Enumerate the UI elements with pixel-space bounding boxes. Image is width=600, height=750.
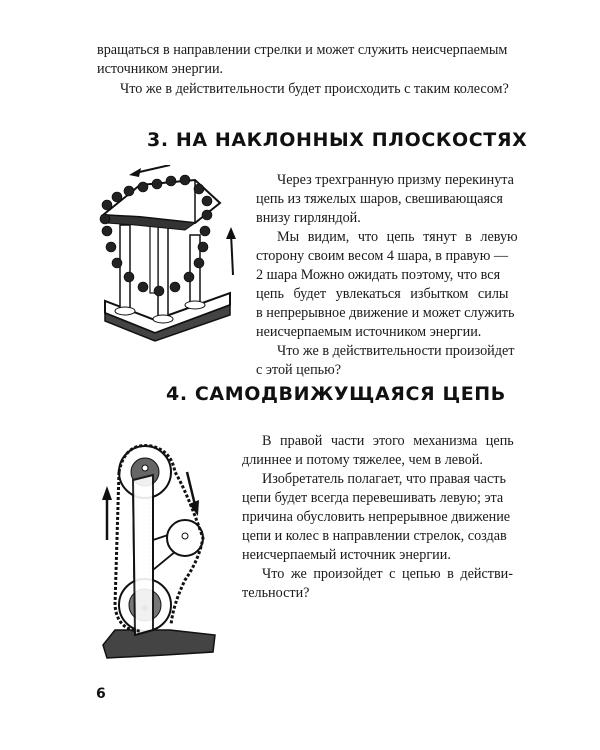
section-4-line-4: цепи будет всегда перевешивать левую; эт…	[242, 490, 504, 506]
section-3-line-2: цепь из тяжелых шаров, свешивающаяся	[256, 191, 503, 207]
prism-ball-chain-illustration	[99, 165, 236, 342]
section-3-line-11: с этой цепью?	[256, 362, 342, 378]
section-4-line-8: Что же произойдет с цепью в действи-	[262, 566, 513, 582]
section-3-line-1: Через трехгранную призму перекинута	[277, 172, 514, 188]
section-4-line-9: тельности?	[242, 585, 310, 601]
section-3-line-3: внизу гирляндой.	[256, 210, 361, 226]
section-3-line-9: неисчерпаемым источником энергии.	[256, 324, 482, 340]
section-3-line-4: Мы видим, что цепь тянут в левую	[277, 229, 518, 245]
section-3-line-5: сторону своим весом 4 шара, в правую —	[256, 248, 509, 264]
section-3-line-10: Что же в действительности произойдет	[277, 343, 515, 359]
intro-line-2: источником энергии.	[97, 61, 224, 77]
section-4-line-3: Изобретатель полагает, что правая часть	[262, 471, 506, 487]
page-number: 6	[96, 686, 106, 702]
self-moving-chain-illustration	[102, 444, 216, 659]
section-4-line-1: В правой части этого механизма цепь	[262, 433, 514, 449]
section-4-line-6: цепи и колес в направлении стрелок, созд…	[242, 528, 507, 544]
section-4-line-2: длиннее и потому тяжелее, чем в левой.	[242, 452, 483, 468]
intro-line-1: вращаться в направлении стрелки и может …	[97, 42, 508, 58]
section-3-line-6: 2 шара Можно ожидать поэтому, что вся	[256, 267, 501, 283]
section-4-line-7: неисчерпаемый источник энергии.	[242, 547, 451, 563]
section-4-heading: 4. САМОДВИЖУЩАЯСЯ ЦЕПЬ	[166, 383, 506, 405]
intro-line-3: Что же в действительности будет происход…	[120, 81, 509, 97]
section-3-line-8: в непрерывное движение и может служить	[256, 305, 515, 321]
section-3-heading: 3. НА НАКЛОННЫХ ПЛОСКОСТЯХ	[147, 129, 528, 151]
section-4-line-5: причина обусловить непрерывное движение	[242, 509, 511, 525]
section-3-line-7: цепь будет увлекаться избытком силы	[256, 286, 509, 302]
